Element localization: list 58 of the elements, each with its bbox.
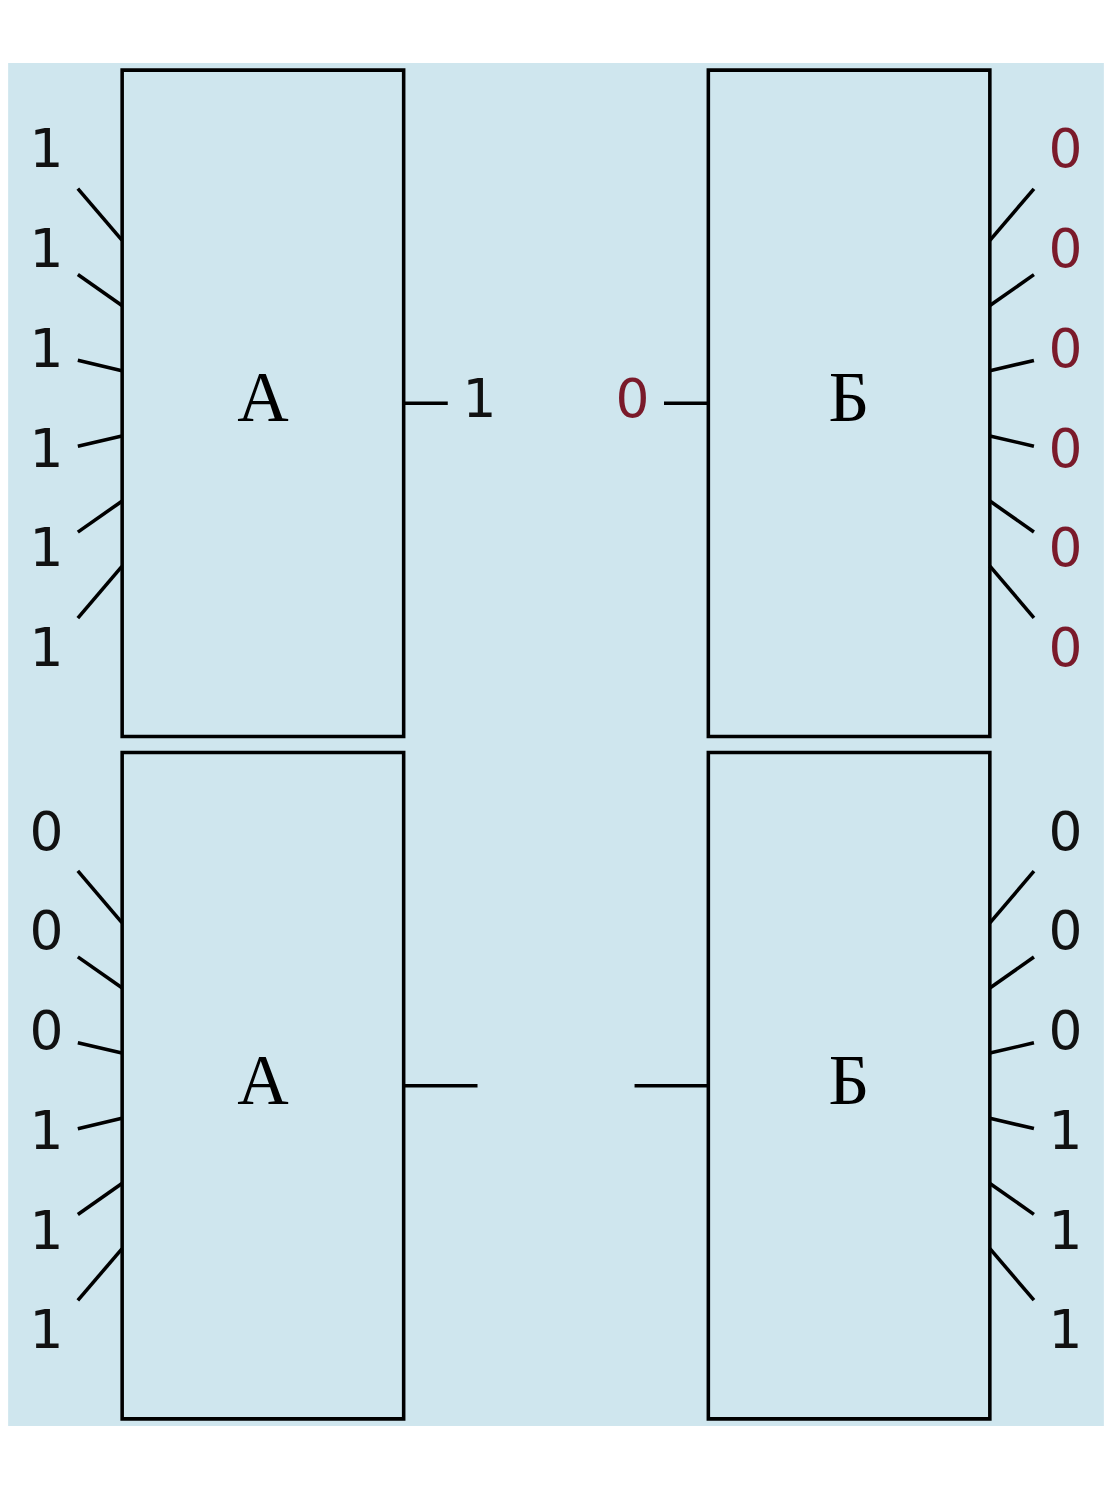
node-text: 1 xyxy=(462,366,497,430)
connector xyxy=(988,869,1036,924)
node-box: A xyxy=(120,67,406,738)
node-text: 1 xyxy=(1048,1198,1083,1262)
node-text: 1 xyxy=(29,1098,64,1162)
connector xyxy=(76,499,123,534)
connector xyxy=(76,1247,124,1302)
node-text: 0 xyxy=(1048,416,1083,480)
connector xyxy=(403,401,448,405)
node-text: 1 xyxy=(29,416,64,480)
connector xyxy=(77,1116,123,1130)
node-text: 1 xyxy=(29,216,64,280)
node-text: 0 xyxy=(615,366,650,430)
connector xyxy=(988,1246,1036,1301)
node-box: A xyxy=(120,750,406,1421)
connector xyxy=(988,1181,1035,1216)
connector xyxy=(77,433,123,448)
connector xyxy=(989,1116,1035,1130)
node-text: 0 xyxy=(1048,515,1083,579)
node-text: 1 xyxy=(1048,1298,1083,1361)
node-text: 1 xyxy=(1048,1098,1083,1162)
connector xyxy=(76,272,123,307)
connector xyxy=(988,272,1035,307)
connector xyxy=(76,186,124,241)
node-text: 0 xyxy=(29,998,64,1062)
node-text: 1 xyxy=(29,1198,64,1262)
node-text: 1 xyxy=(29,316,64,380)
node-text: 0 xyxy=(1048,799,1083,863)
node-text: 0 xyxy=(1048,216,1083,280)
connector xyxy=(76,869,124,924)
node-box: Б xyxy=(706,750,992,1421)
node-box: Б xyxy=(706,67,992,738)
connector xyxy=(988,499,1035,533)
connector xyxy=(403,1083,478,1087)
connector xyxy=(988,955,1035,989)
node-text: 1 xyxy=(29,1298,64,1361)
node-text: 1 xyxy=(29,515,64,579)
connector xyxy=(76,564,124,619)
node-text: 0 xyxy=(1048,615,1083,679)
connector xyxy=(988,564,1036,619)
node-text: 1 xyxy=(29,116,64,180)
connector xyxy=(634,1083,709,1087)
node-text: 1 xyxy=(29,615,64,679)
connector xyxy=(76,1181,123,1216)
connector xyxy=(989,433,1035,448)
node-text: 0 xyxy=(29,898,64,962)
connector xyxy=(77,358,123,372)
connector xyxy=(76,954,123,989)
node-text: 0 xyxy=(1048,316,1083,380)
connector xyxy=(989,358,1035,372)
connector xyxy=(988,187,1036,242)
node-text: 0 xyxy=(1048,998,1083,1062)
node-text: 0 xyxy=(1048,898,1083,962)
node-text: 0 xyxy=(1048,116,1083,180)
connector xyxy=(989,1040,1035,1055)
connector xyxy=(664,401,709,405)
node-text: 0 xyxy=(29,799,64,863)
connector xyxy=(77,1040,123,1055)
